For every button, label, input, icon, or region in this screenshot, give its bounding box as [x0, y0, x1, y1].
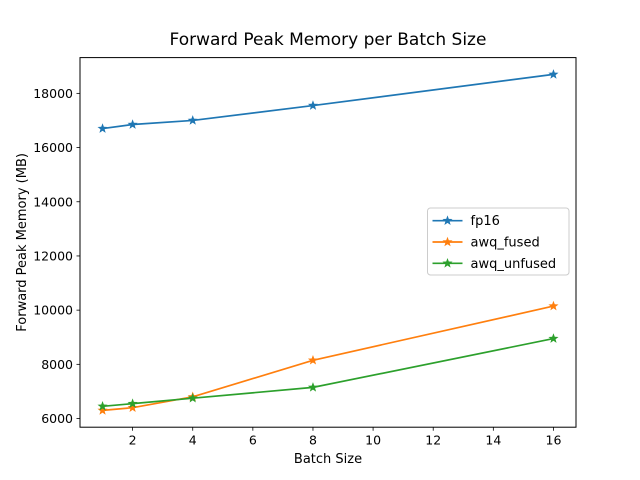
x-tick-label-2: 2	[129, 433, 137, 448]
data-point-awq_unfused-batch-1	[97, 401, 108, 411]
series-line-fp16	[101, 73, 555, 130]
data-point-awq_unfused-batch-8	[307, 382, 319, 392]
y-tick-label-12000: 12000	[33, 248, 73, 263]
series-line-awq_fused	[101, 305, 555, 412]
y-tick-label-14000: 14000	[33, 194, 73, 209]
y-tick-label-10000: 10000	[33, 303, 73, 318]
x-tick-label-6: 6	[249, 433, 257, 448]
plot-border	[79, 57, 577, 428]
x-tick-label-10: 10	[365, 433, 381, 448]
y-tick-label-18000: 18000	[33, 86, 73, 101]
legend-marker-awq_fused	[442, 236, 453, 247]
legend-label-awq_unfused: awq_unfused	[471, 257, 557, 272]
data-point-fp16-batch-8	[307, 100, 319, 110]
data-point-fp16-batch-2	[127, 119, 138, 129]
legend-marker-awq_unfused	[442, 258, 453, 268]
data-point-awq_fused-batch-16	[548, 300, 559, 311]
data-point-awq_fused-batch-1	[97, 405, 108, 415]
y-tick-label-16000: 16000	[33, 140, 73, 155]
chart-title: Forward Peak Memory per Batch Size	[170, 30, 487, 50]
y-axis-label: Forward Peak Memory (MB)	[15, 153, 30, 332]
x-tick-label-4: 4	[189, 433, 197, 448]
series-line-awq_unfused	[101, 337, 555, 408]
legend-marker-fp16	[442, 215, 453, 225]
data-point-fp16-batch-4	[187, 115, 198, 125]
legend-label-awq_fused: awq_fused	[471, 236, 540, 251]
x-tick-label-16: 16	[546, 433, 562, 448]
y-tick-label-6000: 6000	[41, 411, 73, 426]
x-tick-label-14: 14	[485, 433, 501, 448]
y-tick-label-8000: 8000	[41, 357, 73, 372]
legend-label-fp16: fp16	[471, 214, 500, 229]
data-point-awq_unfused-batch-4	[187, 392, 198, 403]
x-tick-label-12: 12	[425, 433, 441, 448]
data-point-awq_fused-batch-8	[307, 354, 319, 365]
data-point-awq_unfused-batch-16	[548, 333, 559, 343]
data-point-fp16-batch-1	[97, 123, 108, 133]
x-tick-label-8: 8	[309, 433, 317, 448]
data-point-awq_unfused-batch-2	[127, 398, 138, 408]
legend-box	[427, 207, 570, 276]
x-axis-label: Batch Size	[294, 452, 362, 467]
data-point-fp16-batch-16	[548, 69, 559, 79]
data-point-awq_fused-batch-2	[127, 402, 138, 412]
